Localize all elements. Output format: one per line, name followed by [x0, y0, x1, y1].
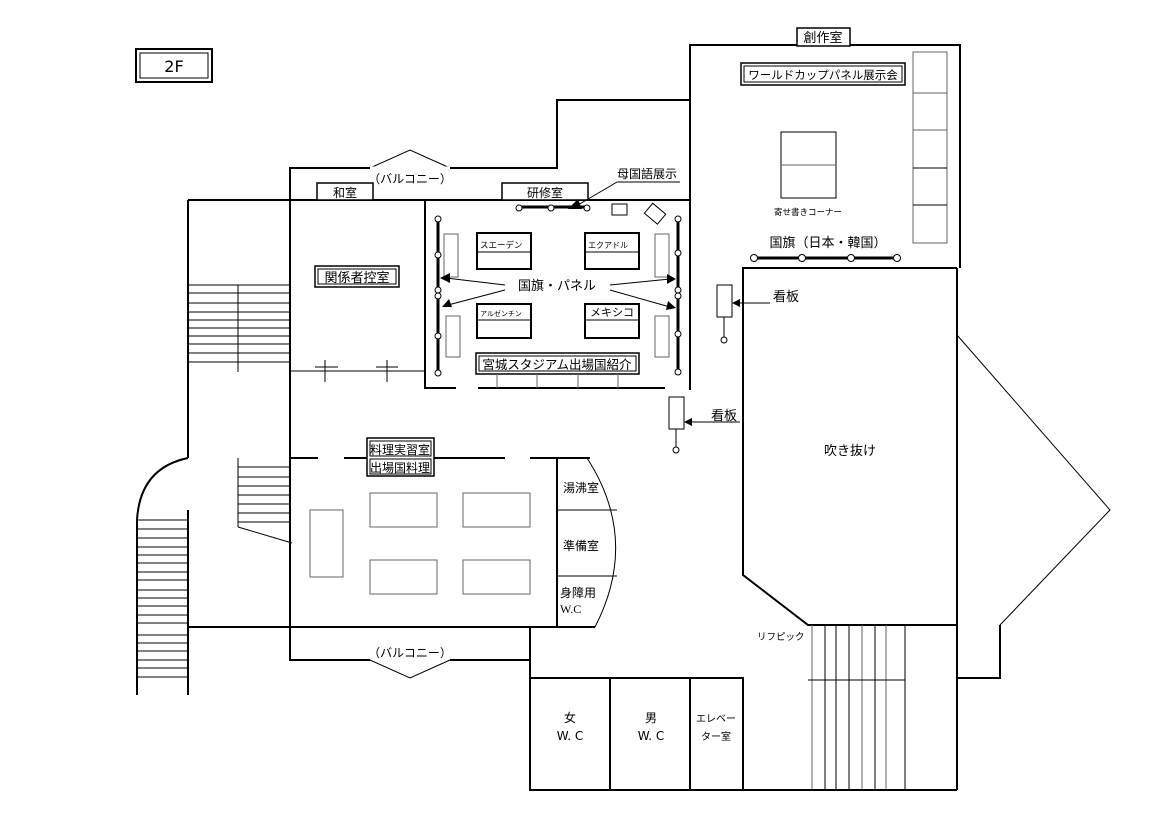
svg-text:ター室: ター室: [701, 730, 731, 743]
svg-text:エレベー: エレベー: [696, 713, 736, 725]
svg-text:準備室: 準備室: [563, 538, 599, 553]
svg-text:創作室: 創作室: [803, 30, 842, 46]
upper-walls: （バルコニー） 和室 研修室 母国語展示: [188, 99, 690, 209]
svg-text:宮城スタジアム出場国紹介: 宮城スタジアム出場国紹介: [482, 357, 632, 372]
svg-text:エクアドル: エクアドル: [588, 241, 628, 250]
toilets: 女 W. C 男 W. C エレベー ター室: [529, 627, 957, 791]
svg-text:国旗（日本・韓国）: 国旗（日本・韓国）: [769, 235, 886, 251]
svg-text:研修室: 研修室: [527, 185, 563, 200]
svg-text:寄せ書きコーナー: 寄せ書きコーナー: [774, 207, 842, 218]
atrium: 吹き抜け: [742, 267, 1111, 790]
svg-text:W. C: W. C: [557, 729, 584, 743]
svg-text:看板: 看板: [773, 289, 799, 305]
floor-label: 2F: [135, 48, 213, 83]
svg-text:W.C: W.C: [560, 602, 581, 616]
svg-text:和室: 和室: [333, 185, 357, 200]
svg-text:ワールドカップパネル展示会: ワールドカップパネル展示会: [748, 68, 898, 82]
svg-text:メキシコ: メキシコ: [590, 306, 634, 319]
svg-text:女: 女: [564, 710, 576, 725]
svg-text:湯沸室: 湯沸室: [563, 480, 599, 495]
creative-room: 創作室 ワールドカップパネル展示会 寄せ書きコーナー 国旗（日本・韓国）: [689, 27, 961, 390]
svg-text:W. C: W. C: [638, 729, 665, 743]
signboard-2: 看板: [668, 396, 740, 454]
left-stairs: [136, 200, 293, 695]
svg-text:スエーデン: スエーデン: [480, 240, 523, 251]
svg-text:2F: 2F: [164, 57, 183, 76]
stairs-lower: リフピック: [757, 625, 906, 790]
svg-text:身障用: 身障用: [560, 585, 596, 600]
balcony-bottom: （バルコニー）: [289, 627, 530, 679]
cooking-room: 料理実習室 出場国料理 湯沸室 準備室 身障用 W.C: [188, 437, 617, 628]
svg-text:関係者控室: 関係者控室: [324, 270, 389, 286]
svg-text:出場国料理: 出場国料理: [370, 461, 430, 475]
svg-text:看板: 看板: [711, 408, 737, 424]
svg-text:国旗・パネル: 国旗・パネル: [518, 278, 596, 294]
svg-text:アルゼンチン: アルゼンチン: [480, 309, 522, 318]
staff-room: 関係者控室: [289, 200, 425, 627]
svg-text:（バルコニー）: （バルコニー）: [368, 172, 452, 186]
svg-text:（バルコニー）: （バルコニー）: [368, 646, 452, 660]
svg-text:リフピック: リフピック: [757, 632, 805, 643]
signboard-1: 看板: [716, 284, 799, 344]
exhibition-room: スエーデン エクアドル アルゼンチン メキシコ 国旗・パネル 宮城スタジアム出場…: [424, 200, 682, 389]
svg-text:男: 男: [645, 711, 657, 725]
svg-text:料理実習室: 料理実習室: [370, 442, 430, 457]
panel-column: [912, 51, 948, 244]
svg-text:母国語展示: 母国語展示: [617, 166, 677, 181]
svg-text:吹き抜け: 吹き抜け: [824, 443, 876, 459]
